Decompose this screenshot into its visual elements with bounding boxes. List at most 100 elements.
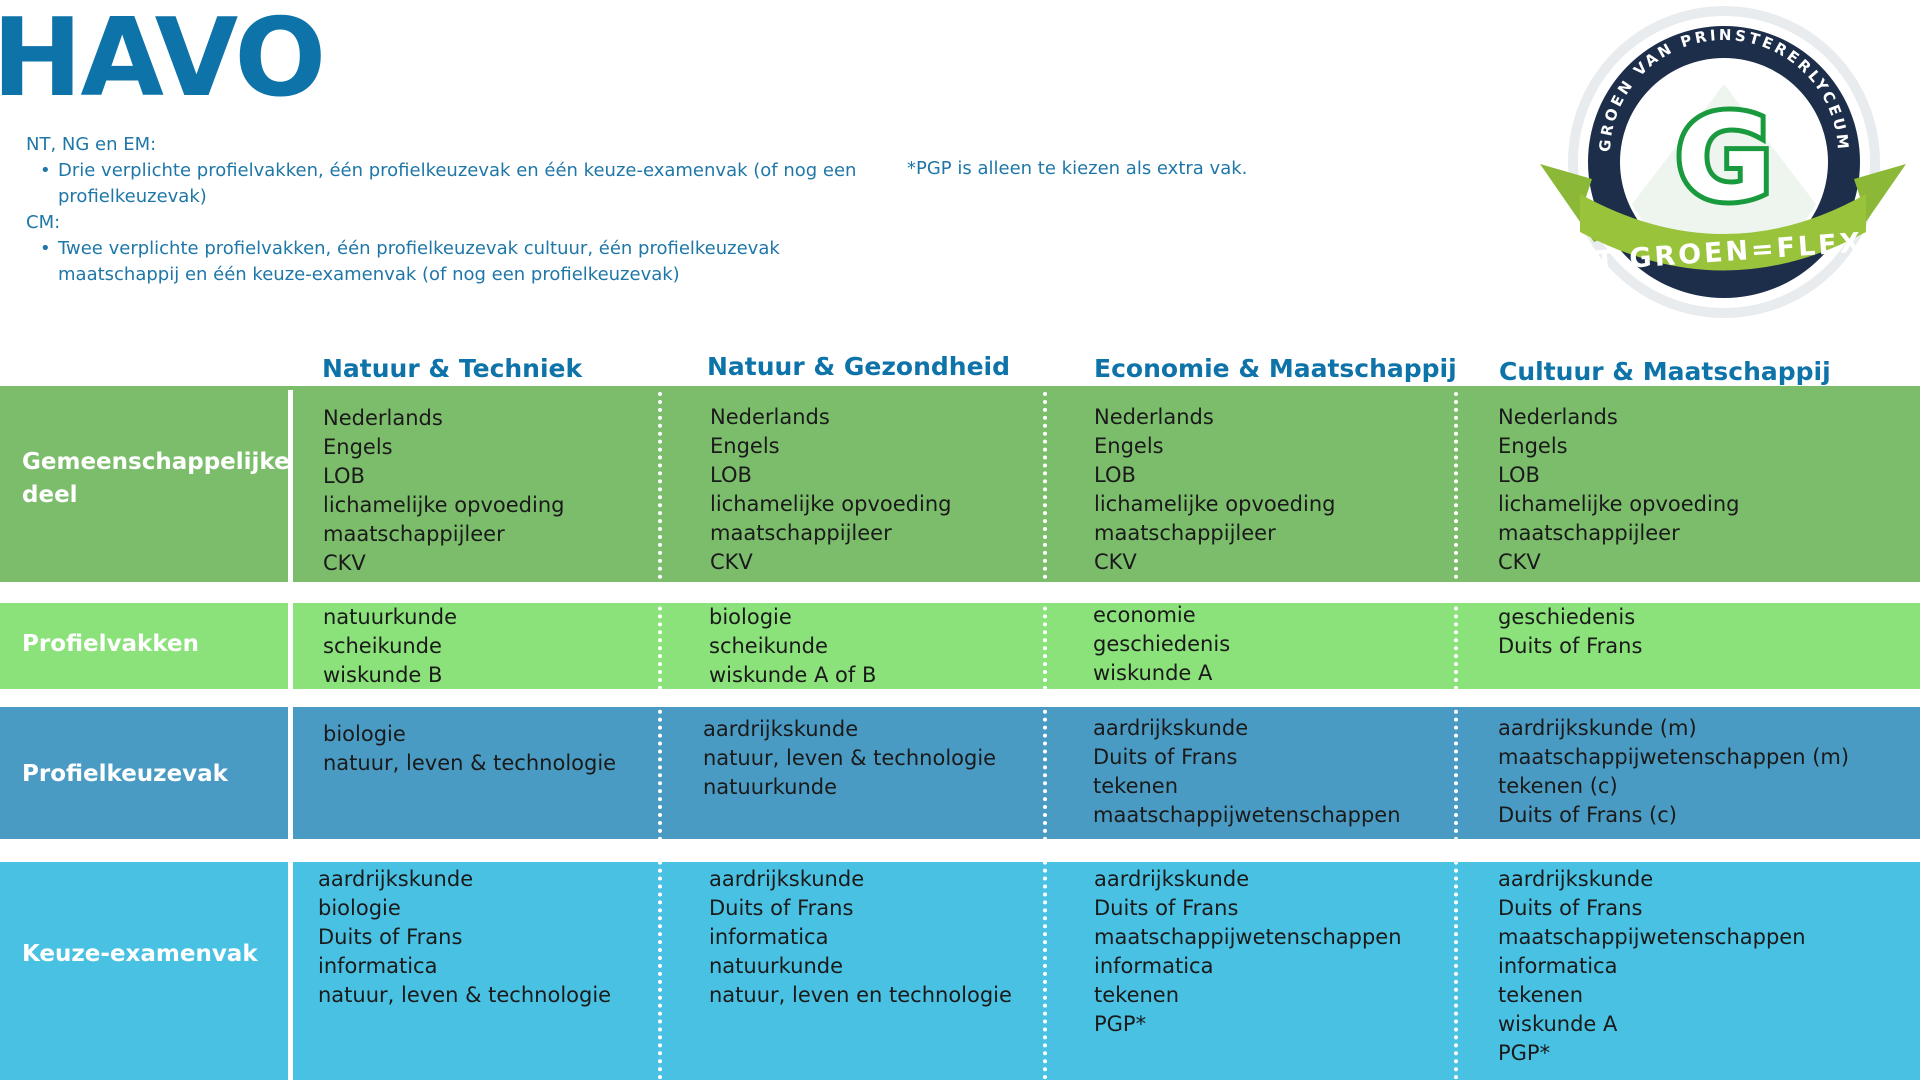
subject-item: maatschappijwetenschappen bbox=[1093, 803, 1401, 827]
subject-item: scheikunde bbox=[323, 634, 442, 658]
cell-cm: aardrijkskunde (m) maatschappijwetenschap… bbox=[1498, 714, 1849, 830]
subject-item: CKV bbox=[323, 551, 366, 575]
subject-item: natuurkunde bbox=[709, 954, 844, 978]
group1-list: Drie verplichte profielvakken, één profi… bbox=[26, 158, 886, 210]
subject-item: maatschappijleer bbox=[1094, 521, 1276, 545]
page-title: HAVO bbox=[0, 0, 326, 121]
subject-item: CKV bbox=[1094, 550, 1137, 574]
subject-item: CKV bbox=[710, 550, 753, 574]
subject-item: wiskunde A of B bbox=[709, 663, 877, 687]
subject-item: natuur, leven & technologie bbox=[703, 746, 997, 770]
subject-item: tekenen bbox=[1094, 983, 1180, 1007]
subject-item: LOB bbox=[710, 463, 752, 487]
row-label: Profielvakken bbox=[22, 631, 199, 657]
subject-item: Engels bbox=[323, 435, 393, 459]
subject-item: Nederlands bbox=[323, 406, 443, 430]
row-label: Keuze-examenvak bbox=[22, 941, 258, 967]
column-divider-2 bbox=[1043, 392, 1047, 1080]
subject-item: lichamelijke opvoeding bbox=[710, 492, 952, 516]
subject-item: geschiedenis bbox=[1498, 605, 1636, 629]
subject-item: LOB bbox=[1498, 463, 1540, 487]
subject-item: maatschappijleer bbox=[710, 521, 892, 545]
row-profielvakken: Profielvakken natuurkunde scheikunde wisku… bbox=[0, 603, 1920, 689]
subject-item: LOB bbox=[323, 464, 365, 488]
column-header-nt: Natuur & Techniek bbox=[322, 354, 583, 383]
subject-item: scheikunde bbox=[709, 634, 828, 658]
subject-item: Nederlands bbox=[1498, 405, 1618, 429]
subject-item: Duits of Frans bbox=[1093, 745, 1238, 769]
group2-list: Twee verplichte profielvakken, één profi… bbox=[26, 236, 886, 288]
subject-item: natuur, leven & technologie bbox=[318, 983, 612, 1007]
subject-item: Duits of Frans (c) bbox=[1498, 803, 1677, 827]
subject-item: maatschappijwetenschappen (m) bbox=[1498, 745, 1850, 769]
subject-item: Duits of Frans bbox=[318, 925, 463, 949]
subject-item: aardrijkskunde (m) bbox=[1498, 716, 1697, 740]
column-header-cm: Cultuur & Maatschappij bbox=[1499, 357, 1831, 386]
subject-item: aardrijkskunde bbox=[1093, 716, 1249, 740]
cell-em: economie geschiedenis wiskunde A bbox=[1093, 601, 1230, 688]
subject-item: maatschappijwetenschappen bbox=[1498, 925, 1806, 949]
subject-item: aardrijkskunde bbox=[709, 867, 865, 891]
subject-item: Duits of Frans bbox=[1498, 896, 1643, 920]
subject-item: Engels bbox=[710, 434, 780, 458]
subject-item: informatica bbox=[318, 954, 438, 978]
subject-item: Duits of Frans bbox=[1094, 896, 1239, 920]
column-header-em: Economie & Maatschappij bbox=[1094, 354, 1457, 383]
subject-item: Duits of Frans bbox=[709, 896, 854, 920]
subject-item: natuur, leven en technologie bbox=[709, 983, 1012, 1007]
subject-item: Nederlands bbox=[1094, 405, 1214, 429]
subject-item: Duits of Frans bbox=[1498, 634, 1643, 658]
subject-item: biologie bbox=[323, 722, 406, 746]
subject-item: biologie bbox=[318, 896, 401, 920]
subject-item: economie bbox=[1093, 603, 1196, 627]
group2-item: Twee verplichte profielvakken, één profi… bbox=[40, 236, 886, 288]
subject-item: aardrijkskunde bbox=[1498, 867, 1654, 891]
group2-label: CM: bbox=[26, 212, 61, 233]
subject-item: Engels bbox=[1094, 434, 1164, 458]
logo-letter: G bbox=[1676, 89, 1773, 227]
label-column-divider bbox=[288, 390, 293, 1080]
column-divider-1 bbox=[658, 392, 662, 1080]
subject-item: natuur, leven & technologie bbox=[323, 751, 617, 775]
subject-item: informatica bbox=[1094, 954, 1214, 978]
subject-item: aardrijkskunde bbox=[1094, 867, 1250, 891]
subject-item: geschiedenis bbox=[1093, 632, 1231, 656]
group1-label: NT, NG en EM: bbox=[26, 134, 157, 155]
subject-item: wiskunde A bbox=[1093, 661, 1213, 685]
school-logo: GROEN VAN PRINSTERERLYCEUM G 'T GROEN=FL… bbox=[1540, 6, 1906, 318]
cell-nt: biologie natuur, leven & technologie bbox=[323, 720, 616, 778]
subject-item: wiskunde A bbox=[1498, 1012, 1618, 1036]
subject-item: PGP* bbox=[1094, 1012, 1147, 1036]
group1-item: Drie verplichte profielvakken, één profi… bbox=[40, 158, 886, 210]
subject-item: informatica bbox=[1498, 954, 1618, 978]
subject-item: tekenen bbox=[1498, 983, 1584, 1007]
subject-item: biologie bbox=[709, 605, 792, 629]
row-label: Gemeenschappelijke deel bbox=[22, 449, 290, 508]
subject-item: aardrijkskunde bbox=[318, 867, 474, 891]
subject-item: lichamelijke opvoeding bbox=[323, 493, 565, 517]
subject-item: natuurkunde bbox=[323, 605, 458, 629]
subject-item: lichamelijke opvoeding bbox=[1498, 492, 1740, 516]
intro-text: NT, NG en EM: Drie verplichte profielvak… bbox=[26, 132, 886, 288]
subject-item: LOB bbox=[1094, 463, 1136, 487]
subject-item: maatschappijwetenschappen bbox=[1094, 925, 1402, 949]
subject-item: informatica bbox=[709, 925, 829, 949]
pgp-note: *PGP is alleen te kiezen als extra vak. bbox=[907, 158, 1248, 179]
subject-item: PGP* bbox=[1498, 1041, 1551, 1065]
subject-item: lichamelijke opvoeding bbox=[1094, 492, 1336, 516]
subject-item: Engels bbox=[1498, 434, 1568, 458]
subject-item: Nederlands bbox=[710, 405, 830, 429]
